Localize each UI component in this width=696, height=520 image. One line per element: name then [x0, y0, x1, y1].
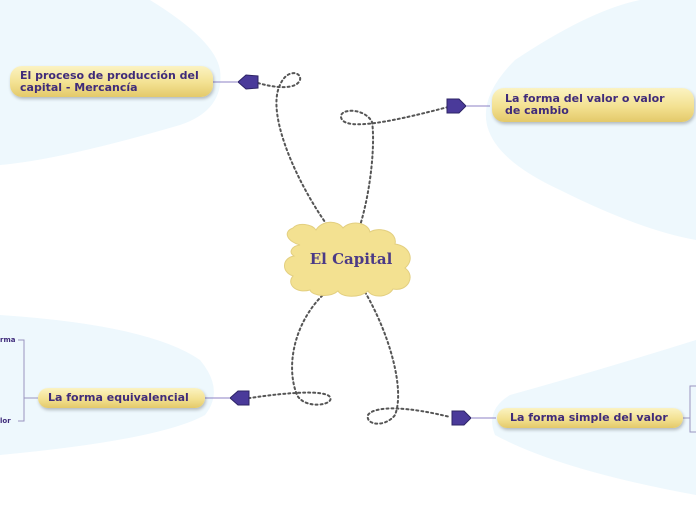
topic-forma-equivalencial-label: La forma equivalencial: [48, 391, 189, 404]
arrow-equivalencial-icon: [229, 390, 250, 406]
arrow-valor-cambio-icon: [446, 98, 467, 114]
topic-forma-simple-label: La forma simple del valor: [510, 411, 668, 424]
central-topic-label: El Capital: [309, 250, 393, 268]
topic-produccion-capital[interactable]: El proceso de producción del capital - M…: [10, 66, 213, 97]
bracket-simple: [683, 385, 696, 433]
topic-produccion-capital-label: El proceso de producción del capital - M…: [20, 68, 199, 94]
bracket-equivalencial: [18, 339, 38, 422]
connector-simple: [364, 291, 451, 425]
arrow-produccion-icon: [237, 74, 259, 90]
region-bottom-left: [0, 315, 214, 455]
connector-equivalencial: [249, 291, 332, 406]
subtopic-left-bottom-label[interactable]: lor: [0, 417, 11, 425]
connector-produccion: [257, 72, 334, 234]
central-cloud[interactable]: [284, 221, 411, 297]
connector-valor-cambio: [340, 106, 449, 233]
topic-valor-cambio[interactable]: La forma del valor o valor de cambio: [492, 88, 694, 122]
topic-forma-simple[interactable]: La forma simple del valor: [497, 408, 683, 428]
subtopic-left-top-label[interactable]: rma: [0, 336, 16, 344]
topic-valor-cambio-label: La forma del valor o valor de cambio: [505, 92, 665, 117]
topic-forma-equivalencial[interactable]: La forma equivalencial: [38, 388, 205, 408]
arrow-simple-icon: [451, 410, 472, 426]
